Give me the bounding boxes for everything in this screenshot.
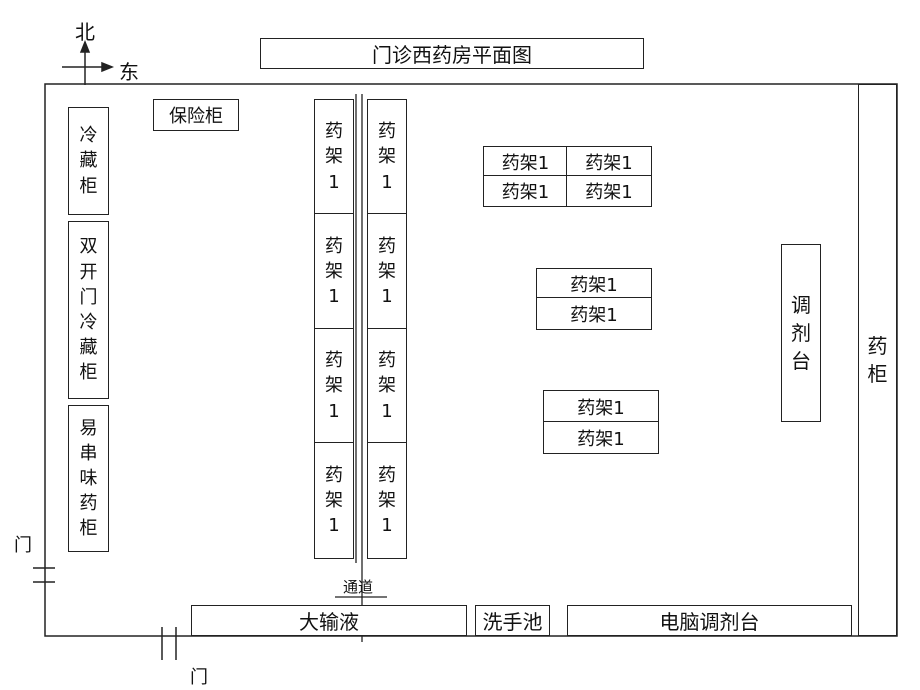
shelf-left-4: 药 架 1: [314, 442, 354, 559]
medicine-cabinet: 药 柜: [858, 84, 897, 636]
shelf-right-2: 药 架 1: [367, 213, 407, 330]
hand-sink: 洗手池: [475, 605, 550, 636]
shelf-block-a-4: 药架1: [566, 175, 652, 207]
shelf-block-a-3: 药架1: [483, 175, 568, 207]
shelf-block-b-1: 药架1: [536, 268, 652, 299]
cold-storage-cabinet: 冷 藏 柜: [68, 107, 109, 215]
door-left-mark: [33, 567, 55, 583]
shelf-right-4: 药 架 1: [367, 442, 407, 559]
shelf-block-b-2: 药架1: [536, 297, 652, 330]
safe-cabinet: 保险柜: [153, 99, 239, 131]
shelf-block-c-2: 药架1: [543, 421, 659, 454]
computer-dispensing-table: 电脑调剂台: [567, 605, 852, 636]
shelf-left-1: 药 架 1: [314, 99, 354, 215]
compass-north-label: 北: [75, 20, 95, 44]
double-door-fridge: 双 开 门 冷 藏 柜: [68, 221, 109, 399]
shelf-block-c-1: 药架1: [543, 390, 659, 423]
door-bottom-label: 门: [190, 667, 208, 688]
controlled-drug-cabinet: 易 串 味 药 柜: [68, 405, 109, 552]
shelf-right-3: 药 架 1: [367, 328, 407, 444]
compass-icon: [62, 39, 115, 85]
page-title: 门诊西药房平面图: [260, 38, 644, 69]
shelf-left-3: 药 架 1: [314, 328, 354, 444]
compass-east-label: 东: [119, 60, 139, 84]
shelf-left-2: 药 架 1: [314, 213, 354, 330]
shelf-block-a-2: 药架1: [566, 146, 652, 177]
aisle-label: 通道: [343, 578, 374, 596]
infusion-area: 大输液: [191, 605, 467, 636]
door-bottom-mark: [161, 627, 177, 660]
shelf-block-a-1: 药架1: [483, 146, 568, 177]
room-outline: [44, 83, 898, 637]
shelf-right-1: 药 架 1: [367, 99, 407, 215]
dispensing-table: 调 剂 台: [781, 244, 821, 422]
door-left-label: 门: [14, 535, 32, 556]
